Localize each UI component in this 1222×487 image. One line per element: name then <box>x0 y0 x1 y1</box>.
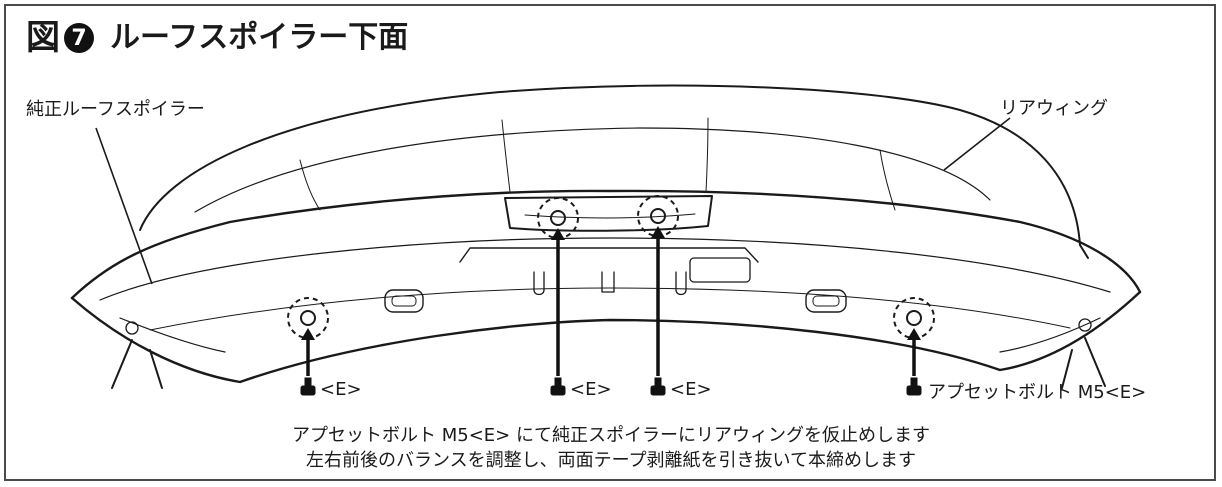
bolt-icon-2 <box>550 377 566 396</box>
bolt-hole-3 <box>650 208 666 224</box>
caption-line-1: アプセットボルト M5<E> にて純正スポイラーにリアウィングを仮止めします <box>292 425 930 446</box>
bolt-icon-1 <box>300 377 316 396</box>
clip-right-inner <box>812 295 840 307</box>
bolt-icon-3 <box>650 377 666 396</box>
label-stock-spoiler: 純正ルーフスポイラー <box>26 99 205 120</box>
label-bolt-e-2: <E> <box>570 379 612 400</box>
spoiler-bottom-edge <box>70 290 1142 384</box>
label-rear-wing: リアウィング <box>1000 98 1108 119</box>
bolt-hole-2 <box>550 210 566 226</box>
center-boss <box>459 247 759 263</box>
caption-line-2: 左右前後のバランスを調整し、両面テープ剥離紙を引き抜いて本締めします <box>305 450 917 471</box>
label-bolt-e-1: <E> <box>320 379 362 400</box>
wing-crease-right <box>879 149 896 211</box>
wing-inner-line <box>194 127 991 213</box>
bolt-arrowhead-3 <box>651 226 665 238</box>
bolt-arrowhead-4 <box>907 328 921 340</box>
label-bolt-e-3: <E> <box>670 379 712 400</box>
hook-3 <box>675 271 687 296</box>
figure-title: 図 7 ルーフスポイラー下面 <box>26 18 408 58</box>
right-wing-tip <box>999 317 1101 353</box>
right-leg <box>1061 337 1106 389</box>
label-bolt-full: アプセットボルト M5<E> <box>928 382 1147 403</box>
hook-1 <box>533 271 545 296</box>
left-tip-boss <box>125 321 139 335</box>
figure-number-badge: 7 <box>64 23 94 53</box>
bolt-hole-4 <box>906 310 922 326</box>
spoiler-lower-line <box>149 287 1071 331</box>
center-mount-plate <box>504 195 713 232</box>
clip-left-inner <box>391 295 417 307</box>
clip-right <box>805 289 847 313</box>
rear-wing-outline <box>139 84 1089 259</box>
hook-2 <box>601 271 615 293</box>
wing-crease-mid-l <box>501 119 511 193</box>
wing-crease-left <box>299 159 321 211</box>
bolt-icon-4 <box>906 377 922 396</box>
right-tip-boss <box>1078 318 1092 332</box>
center-mount-seam <box>524 213 696 219</box>
left-leg <box>111 339 163 389</box>
figure-prefix: 図 <box>26 18 60 58</box>
center-tab <box>689 257 751 283</box>
bolt-arrowhead-1 <box>301 328 315 340</box>
bolt-arrowhead-2 <box>551 228 565 240</box>
figure-frame <box>4 4 1216 481</box>
clip-left <box>384 289 424 313</box>
leader-stock-spoiler <box>95 127 153 285</box>
spoiler-inner-line <box>99 237 1111 301</box>
spoiler-top-edge <box>70 189 1142 300</box>
leader-rear-wing <box>943 117 1011 171</box>
figure-title-text: ルーフスポイラー下面 <box>110 20 409 55</box>
wing-crease-mid-r <box>705 117 709 193</box>
bolt-hole-1 <box>300 310 316 326</box>
